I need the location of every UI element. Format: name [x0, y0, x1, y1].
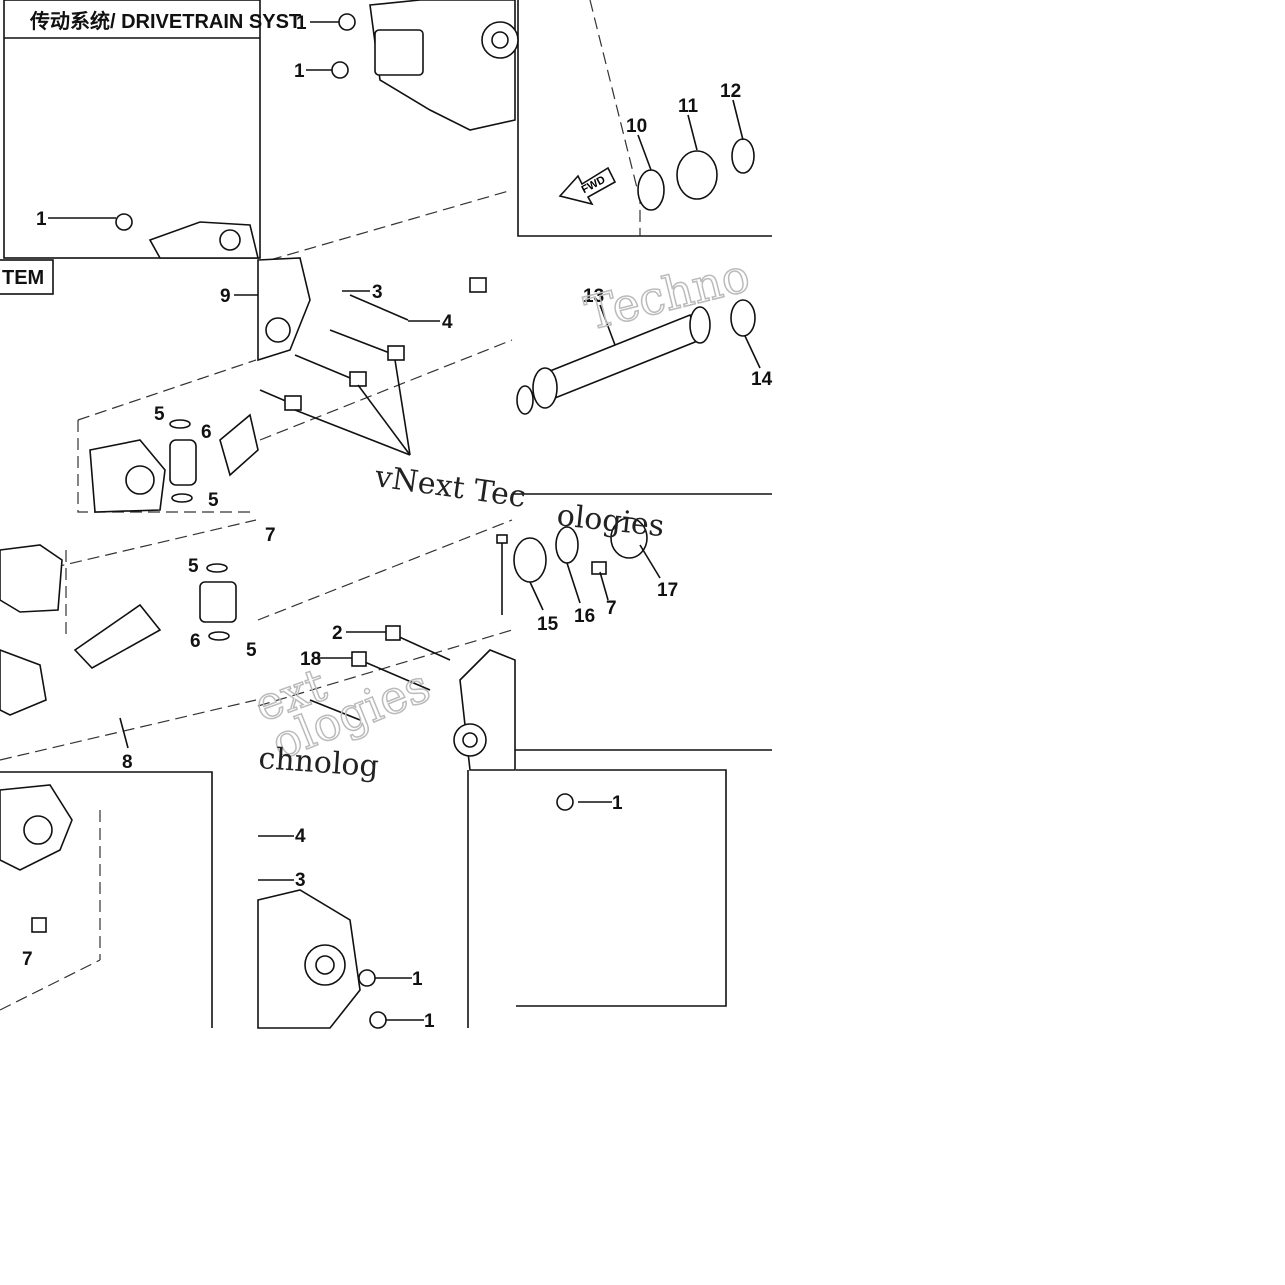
- callout-14: 14: [751, 369, 773, 390]
- flange-yoke: [0, 784, 73, 871]
- callout-5: 5: [188, 556, 199, 577]
- universal-joint-upper: [89, 413, 259, 513]
- gearbox-housing-lower: [453, 649, 516, 771]
- callouts: 1 1 1 1 1 1 2 3 3 4 4 5 5 5 5 6 6 7 7 7 …: [22, 13, 773, 1032]
- callout-13: 13: [583, 286, 604, 307]
- callout-7: 7: [606, 598, 617, 619]
- callout-1: 1: [424, 1011, 435, 1032]
- callout-1: 1: [294, 61, 305, 82]
- callout-9: 9: [220, 286, 231, 307]
- callout-6: 6: [190, 631, 201, 652]
- callout-7: 7: [22, 949, 33, 970]
- callout-7: 7: [265, 525, 276, 546]
- diagram-title-fragment: TEM: [2, 267, 44, 289]
- callout-1: 1: [296, 13, 307, 34]
- callout-4: 4: [442, 312, 453, 333]
- callout-8: 8: [122, 752, 133, 773]
- callout-16: 16: [574, 606, 595, 627]
- callout-11: 11: [678, 96, 699, 117]
- watermark-text: chnolog: [257, 741, 380, 784]
- callout-2: 2: [332, 623, 343, 644]
- tile-frames: [0, 0, 772, 1028]
- cv-boot: [0, 544, 63, 716]
- callout-3: 3: [372, 282, 383, 303]
- callout-10: 10: [626, 116, 647, 137]
- callout-1: 1: [412, 969, 423, 990]
- callout-6: 6: [201, 422, 212, 443]
- callout-5: 5: [154, 404, 165, 425]
- gearbox-housing-bottom: [257, 889, 361, 1029]
- callout-12: 12: [720, 81, 741, 102]
- callout-1: 1: [612, 793, 623, 814]
- drive-shaft: [516, 306, 711, 415]
- callout-17: 17: [657, 580, 678, 601]
- callout-15: 15: [537, 614, 559, 635]
- bolt-parts: [31, 277, 607, 933]
- universal-joint-lower: [73, 563, 237, 670]
- callout-5: 5: [246, 640, 257, 661]
- gearbox-housing-mid: [257, 257, 311, 362]
- callout-1: 1: [36, 209, 47, 230]
- callout-18: 18: [300, 649, 321, 670]
- callout-5: 5: [208, 490, 219, 511]
- gearbox-housing-top: [369, 0, 519, 131]
- fwd-arrow: FWD: [558, 166, 617, 206]
- nut-parts: [115, 13, 574, 1029]
- gearbox-housing-small: [148, 221, 260, 259]
- callout-3: 3: [295, 870, 306, 891]
- leader-lines: [48, 21, 761, 1021]
- watermark-text: vNext Tec: [372, 459, 528, 515]
- callout-4: 4: [295, 826, 306, 847]
- diagram-title: 传动系统/ DRIVETRAIN SYST: [29, 9, 301, 33]
